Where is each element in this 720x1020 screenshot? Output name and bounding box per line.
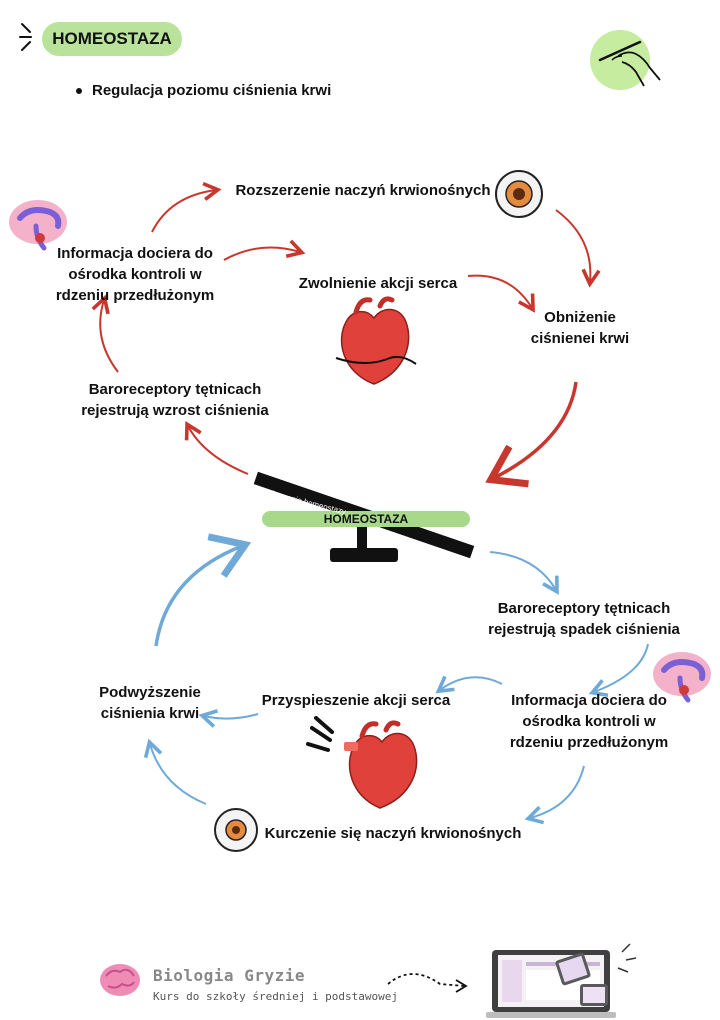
info-line-2: ośrodka kontroli w <box>522 713 656 730</box>
baro-low-line-1: Baroreceptory tętnicach <box>497 600 671 617</box>
footer-arrow <box>387 973 465 987</box>
brain-icon <box>653 652 711 703</box>
arrow-info-to-vasodilation <box>151 181 222 233</box>
seesaw-base-foot <box>330 548 398 562</box>
baro-low-line-2: rejestrują spadek ciśnienia <box>488 621 680 638</box>
writing-hand-icon <box>590 30 661 90</box>
subtitle-text: Regulacja poziomu ciśnienia krwi <box>92 82 332 99</box>
drop-line-1: Obniżenie <box>544 309 616 326</box>
info-line-3: rdzeniu przedłużonym <box>55 287 215 304</box>
blood-vessel-icon <box>495 170 543 218</box>
info-label-top: Informacja dociera do ośrodka kontroli w… <box>46 243 224 306</box>
arrow-vasodilation-to-drop <box>555 209 601 288</box>
arrow-info-to-heart-slow <box>223 239 306 261</box>
info-line-1: Informacja dociera do <box>57 245 213 262</box>
spark-lines-icon <box>19 23 32 51</box>
page-title: HOMEOSTAZA <box>42 22 182 56</box>
homeostasis-bar: HOMEOSTAZA <box>262 511 470 527</box>
info-line-1: Informacja dociera do <box>511 692 667 709</box>
footer-subtitle: Kurs do szkoły średniej i podstawowej <box>153 990 399 1003</box>
info-line-2: ośrodka kontroli w <box>68 266 202 283</box>
drop-line-2: ciśnienei krwi <box>530 330 630 347</box>
arrow-drop-to-center <box>485 381 578 488</box>
baroreceptor-high-label: Baroreceptory tętnicach rejestrują wzros… <box>70 379 280 421</box>
baroreceptor-low-label: Baroreceptory tętnicach rejestrują spade… <box>484 598 684 640</box>
arrow-rise-to-center <box>154 533 252 647</box>
rise-line-1: Podwyższenie <box>99 684 201 701</box>
vasodilation-label: Rozszerzenie naczyń krwionośnych <box>235 182 491 199</box>
heart-slow-label: Zwolnienie akcji serca <box>298 275 458 292</box>
arrow-center-to-baro-high <box>184 421 249 475</box>
arrow-vasoconstriction-to-rise <box>143 738 207 805</box>
baro-high-line-1: Baroreceptory tętnicach <box>88 381 262 398</box>
arrow-baro-low-to-info <box>588 643 649 698</box>
arrow-heart-fast-to-rise <box>198 709 259 728</box>
info-line-3: rdzeniu przedłużonym <box>509 734 669 751</box>
arrow-info-to-vasoconstriction <box>524 765 585 825</box>
pressure-drop-label: Obniżenie ciśnienei krwi <box>524 307 636 349</box>
laptop-icon <box>486 943 637 1018</box>
footer-brand: Biologia Gryzie <box>153 966 305 985</box>
pressure-rise-label: Podwyższenie ciśnienia krwi <box>88 682 212 724</box>
heart-icon <box>335 296 417 385</box>
arrow-heart-slow-to-drop <box>467 274 535 313</box>
subtitle-bullet: Regulacja poziomu ciśnienia krwi <box>76 82 331 99</box>
rise-line-2: ciśnienia krwi <box>100 705 200 722</box>
info-label-bottom: Informacja dociera do ośrodka kontroli w… <box>494 690 684 753</box>
arrow-center-to-baro-low <box>489 551 559 595</box>
arrow-info-to-heart-fast <box>435 675 503 694</box>
arrow-baro-high-to-info <box>91 294 119 373</box>
vasoconstriction-label: Kurczenie się naczyń krwionośnych <box>264 825 522 842</box>
brain-icon <box>9 200 67 251</box>
baro-high-line-2: rejestrują wzrost ciśnienia <box>81 402 269 419</box>
seesaw-base-stem <box>357 522 367 550</box>
brain-logo-icon <box>100 964 140 996</box>
bullet-dot <box>76 87 82 94</box>
heart-fast-label: Przyspieszenie akcji serca <box>261 692 451 709</box>
blood-vessel-icon <box>214 808 258 852</box>
heart-icon <box>306 716 418 809</box>
